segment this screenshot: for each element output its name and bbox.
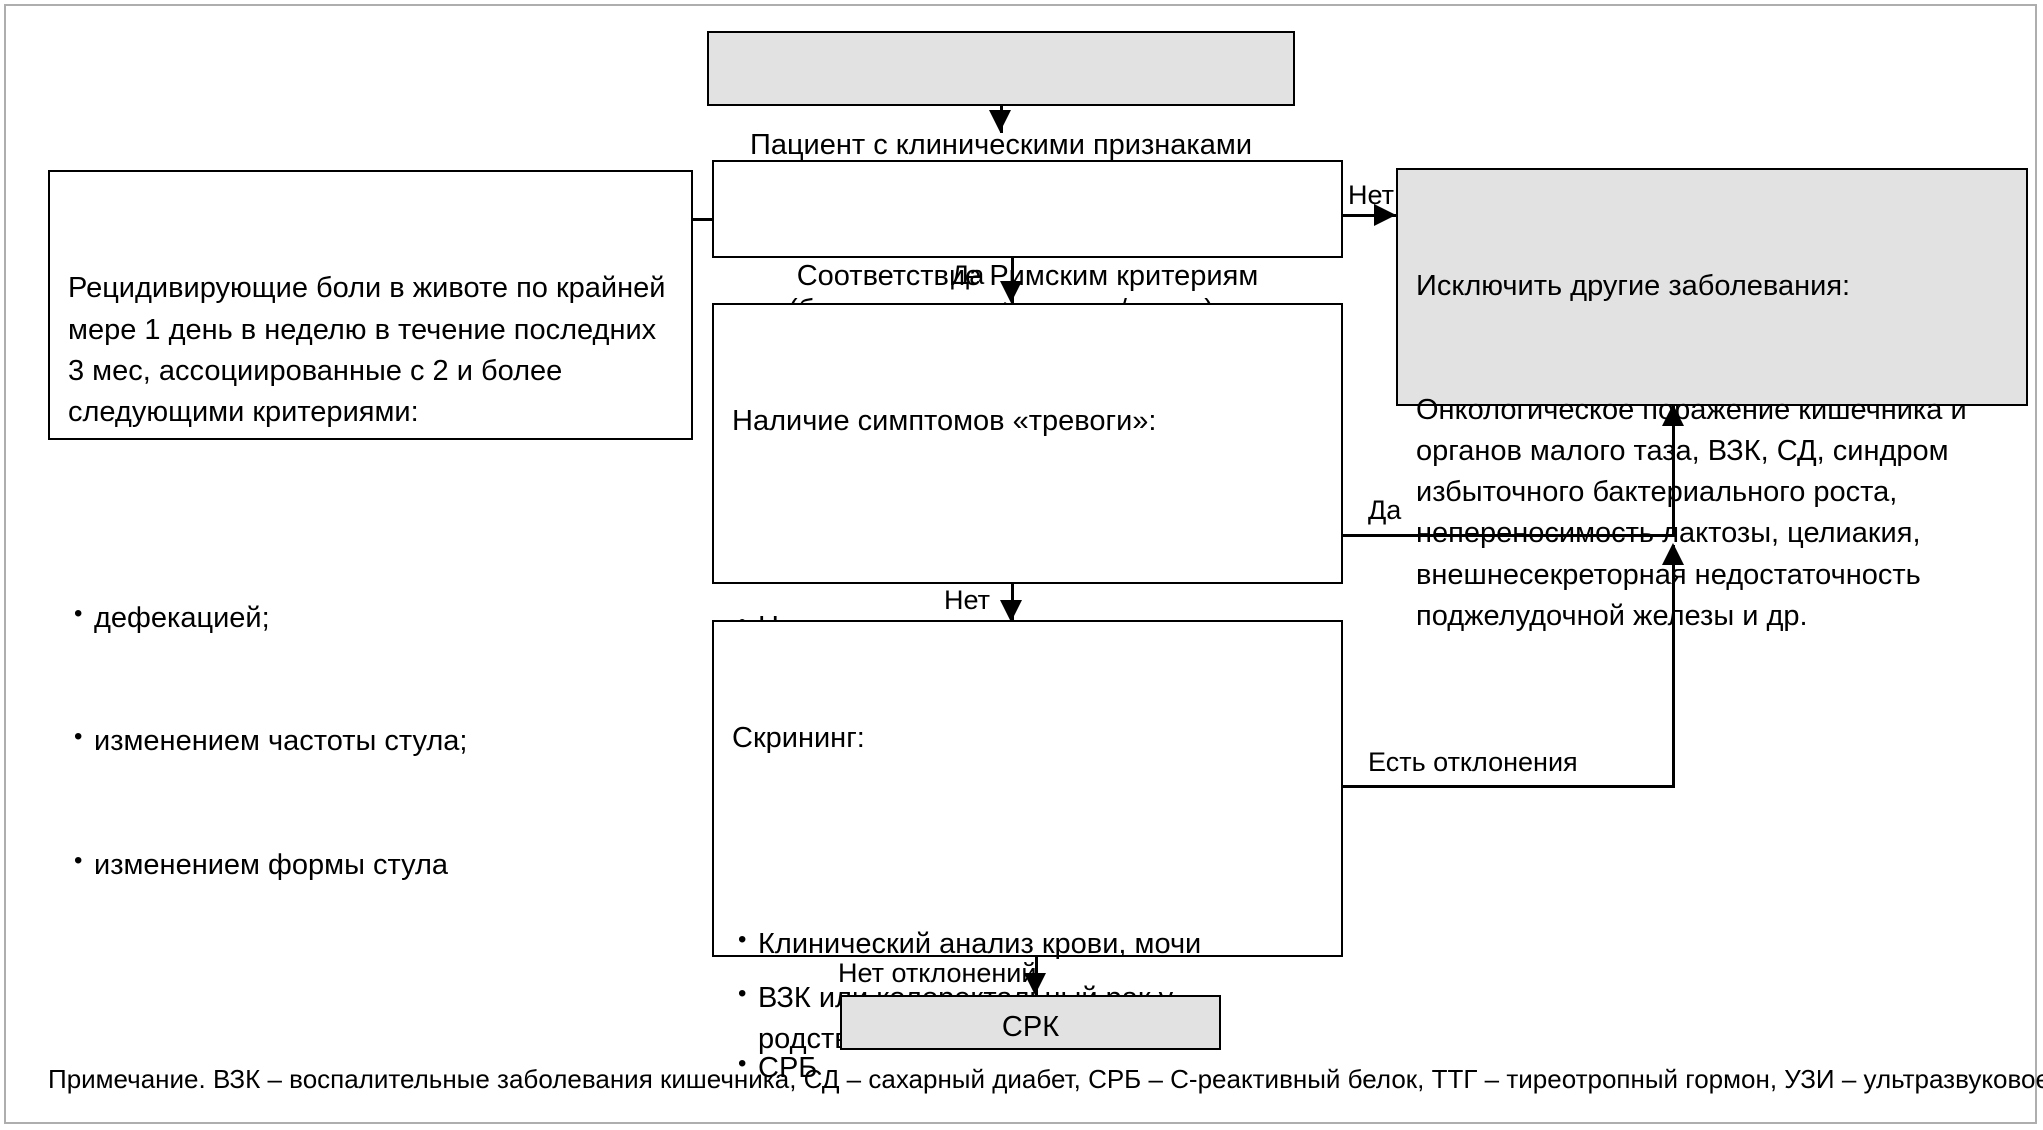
node-exclude-other: Исключить другие заболевания: Онкологиче… <box>1396 168 2028 632</box>
list-item-text: Клинический анализ крови, мочи <box>758 928 1202 961</box>
node-exclude-other-body: Онкологическое поражение кишечника и орг… <box>1416 393 1975 632</box>
node-rome-criteria-detail: Рецидивирующие боли в животе по крайней … <box>48 170 693 881</box>
node-exclude-other-text: Исключить другие заболевания: Онкологиче… <box>1398 170 2026 729</box>
node-rome-criteria-detail-list: дефекацией; изменением частоты стула; из… <box>68 515 673 968</box>
edge-label-alarm-to-screening: Нет <box>944 585 990 615</box>
list-item-text: СРБ <box>758 1051 818 1084</box>
edge-alarm-to-exclude-hline <box>1343 534 1675 537</box>
node-screening-lead: Скрининг: <box>732 722 865 755</box>
edge-patient-to-rome-arrow <box>989 110 1011 132</box>
figure-note: Примечание. ВЗК – воспалительные заболев… <box>48 1064 2043 1094</box>
list-item: изменением формы стула <box>68 844 673 886</box>
node-screening-list: Клинический анализ крови, мочи СРБ ТТГ К… <box>732 842 1323 1130</box>
node-rome-match-line1: Соответствие Римским критериям <box>796 260 1259 293</box>
node-screening: Скрининг: Клинический анализ крови, мочи… <box>712 620 1343 1084</box>
list-item: СРБ <box>732 1047 1323 1089</box>
node-ibs-result-label: СРК <box>1001 1011 1060 1043</box>
node-ibs-result: СРК <box>840 995 1221 1050</box>
node-patient: Пациент с клиническими признаками СРК (б… <box>707 31 1295 326</box>
list-item: изменением частоты стула; <box>68 720 673 762</box>
list-item: дефекацией; <box>68 597 673 639</box>
edge-alarm-to-exclude-arrow <box>1662 404 1684 426</box>
edge-alarm-to-screening-arrow <box>1000 600 1022 622</box>
edge-screening-to-exclude-vline <box>1672 545 1675 788</box>
node-rome-match: Соответствие Римским критериям IV пересм… <box>712 160 1343 416</box>
edge-rome-to-exclude-line <box>1343 214 1404 217</box>
node-alarm-symptoms: Наличие симптомов «тревоги»: Немотивиров… <box>712 303 1343 1055</box>
edge-label-rome-to-exclude: Нет <box>1348 180 1394 210</box>
edge-label-alarm-to-exclude: Да <box>1368 495 1402 525</box>
edge-rome-to-exclude-arrow <box>1374 204 1396 226</box>
node-rome-criteria-detail-text: Рецидивирующие боли в животе по крайней … <box>50 172 691 1061</box>
edge-rome-to-alarm-arrow <box>1000 281 1022 303</box>
node-alarm-symptoms-lead: Наличие симптомов «тревоги»: <box>732 405 1157 438</box>
edge-label-screening-to-exclude: Есть отклонения <box>1368 747 1578 777</box>
edge-screening-to-exclude-arrow <box>1662 543 1684 565</box>
edge-screening-to-exclude-hline <box>1343 785 1675 788</box>
edge-screening-to-ibs-arrow <box>1024 973 1046 995</box>
edge-detail-to-rome-line <box>691 218 715 221</box>
node-exclude-other-lead: Исключить другие заболевания: <box>1416 270 1851 303</box>
edge-alarm-to-exclude-vline <box>1672 406 1675 536</box>
list-item: Клинический анализ крови, мочи <box>732 923 1323 965</box>
node-screening-text: Скрининг: Клинический анализ крови, мочи… <box>714 622 1341 1130</box>
edge-label-screening-to-ibs: Нет отклонений <box>838 958 1037 988</box>
edge-label-rome-to-alarm: Да <box>951 260 985 290</box>
edge-rome-to-alarm-line <box>1011 258 1014 303</box>
node-rome-criteria-detail-lead: Рецидивирующие боли в животе по крайней … <box>68 272 674 428</box>
